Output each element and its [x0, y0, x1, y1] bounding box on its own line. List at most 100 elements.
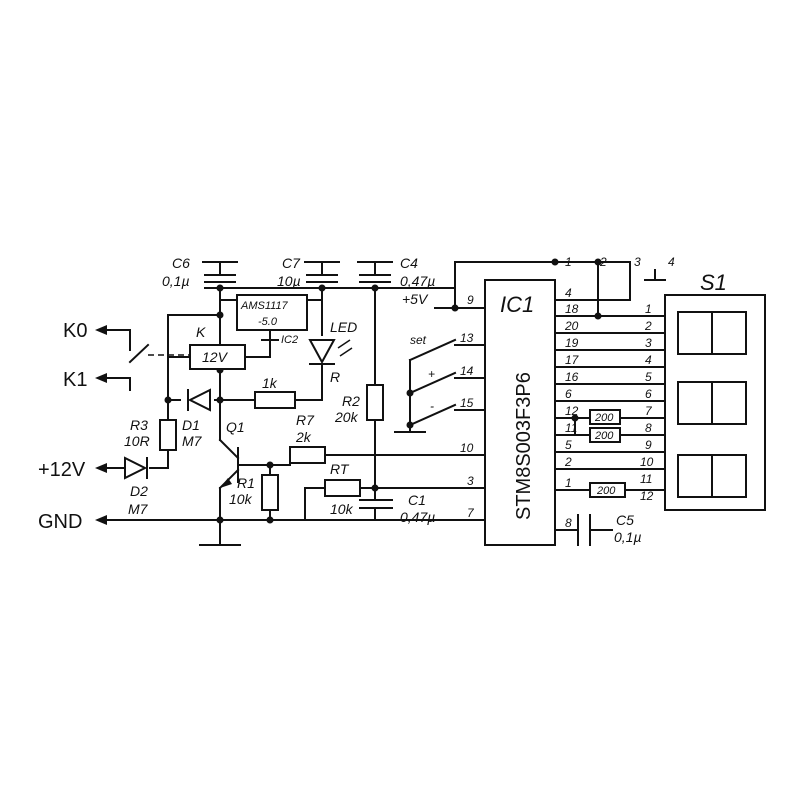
value-r1k: 1k — [262, 375, 278, 391]
label-c5: C5 — [616, 512, 634, 528]
pin-label: 14 — [460, 364, 474, 378]
pin-label: 12 — [640, 489, 654, 503]
transistor-q1-arrow — [220, 478, 232, 488]
pin-label: 6 — [645, 387, 652, 401]
resistor-seg-1 — [589, 409, 621, 425]
pin-label: 19 — [565, 336, 579, 350]
value-c1: 0,47µ — [400, 509, 435, 525]
label-r2: R2 — [342, 393, 360, 409]
value-r3: 10R — [124, 433, 150, 449]
display-name: S1 — [700, 270, 727, 295]
resistor-seg-3 — [589, 482, 626, 498]
pin-label: 4 — [668, 255, 675, 269]
pin-label: 18 — [565, 302, 579, 316]
led-symbol — [308, 339, 353, 365]
pin-label: 1 — [565, 255, 572, 269]
capacitor-c5 — [577, 514, 591, 546]
button-set-label: set — [410, 333, 427, 347]
pin-label: 20 — [564, 319, 579, 333]
pin-label: 10 — [640, 455, 654, 469]
pin-label: 3 — [645, 336, 652, 350]
display-s1 — [664, 294, 766, 511]
pin-label: 16 — [565, 370, 579, 384]
pin-label: 7 — [467, 506, 475, 520]
mcu-ic1 — [484, 279, 556, 546]
value-r2: 20k — [334, 409, 359, 425]
pin-label: 3 — [467, 474, 474, 488]
wires — [102, 261, 666, 546]
pin-label: 4 — [565, 286, 572, 300]
label-plus5v: +5V — [402, 291, 429, 307]
pin-label: 2 — [564, 455, 572, 469]
value-relay: 12V — [202, 349, 229, 365]
pin-label: 8 — [565, 516, 572, 530]
mcu-name: IC1 — [500, 292, 534, 317]
seg-res-1: 200 — [594, 412, 614, 424]
value-r7: 2k — [295, 429, 312, 445]
resistor-r1 — [261, 474, 279, 511]
resistor-rt — [324, 479, 361, 497]
pin-label: 15 — [460, 396, 474, 410]
mcu-right-pins: 4 18 20 19 17 16 6 12 11 5 2 1 8 — [564, 286, 580, 530]
label-led: LED — [330, 319, 357, 335]
mcu-part: STM8S003F3P6 — [513, 372, 535, 520]
pin-label: 7 — [645, 404, 653, 418]
label-r1: R1 — [237, 475, 255, 491]
value-c6: 0,1µ — [162, 273, 190, 289]
resistor-seg-2 — [589, 427, 621, 443]
button-plus-label: + — [428, 367, 435, 381]
label-c6: C6 — [172, 255, 190, 271]
label-r7: R7 — [296, 412, 315, 428]
label-relay: K — [196, 324, 206, 340]
pin-label: 11 — [565, 421, 577, 435]
mcu-left-pins: 9 13 14 15 10 3 7 — [460, 293, 475, 520]
pin-label: 3 — [634, 255, 641, 269]
pin-label: 6 — [565, 387, 572, 401]
label-d1: D1 — [182, 417, 200, 433]
pin-label: 17 — [565, 353, 580, 367]
pin-label: 10 — [460, 441, 474, 455]
capacitor-c4 — [359, 274, 391, 283]
terminal-12v: +12V — [38, 459, 86, 481]
reg-voltage: -5.0 — [258, 316, 278, 328]
reg-name: IC2 — [281, 334, 298, 346]
value-c7: 10µ — [277, 273, 301, 289]
terminal-k0: K0 — [63, 320, 87, 342]
terminal-k1: K1 — [63, 369, 87, 391]
top-pins: 1 2 3 4 — [565, 255, 675, 269]
pin-label: 9 — [467, 293, 474, 307]
value-r1: 10k — [229, 491, 253, 507]
value-rt: 10k — [330, 501, 354, 517]
pin-label: 1 — [565, 476, 572, 490]
resistor-r3 — [159, 419, 177, 451]
label-c4: C4 — [400, 255, 418, 271]
pin-label: 2 — [644, 319, 652, 333]
value-d1: M7 — [182, 433, 203, 449]
pin-label: 8 — [645, 421, 652, 435]
diode-d1 — [187, 388, 211, 412]
pin-label: 13 — [460, 331, 474, 345]
value-c5: 0,1µ — [614, 529, 642, 545]
pin-label: 5 — [565, 438, 572, 452]
pin-label: 4 — [645, 353, 652, 367]
relay-coil — [189, 344, 246, 370]
pin-label: 1 — [645, 302, 652, 316]
label-rt: RT — [330, 461, 350, 477]
terminal-gnd: GND — [38, 511, 82, 533]
capacitor-c7 — [306, 274, 338, 283]
label-q1: Q1 — [226, 419, 245, 435]
diode-d2 — [124, 456, 148, 480]
reg-part: AMS1117 — [240, 300, 289, 312]
seg-res-3: 200 — [596, 485, 616, 497]
label-r3: R3 — [130, 417, 148, 433]
label-d2: D2 — [130, 483, 148, 499]
pin-label: 11 — [640, 472, 652, 486]
value-c4: 0,47µ — [400, 273, 435, 289]
terminal-arrows — [95, 325, 107, 525]
pin-label: 12 — [565, 404, 579, 418]
resistor-r2 — [366, 384, 384, 421]
resistor-1k — [254, 391, 296, 409]
regulator-ams1117 — [236, 294, 308, 331]
label-c1: C1 — [408, 492, 426, 508]
